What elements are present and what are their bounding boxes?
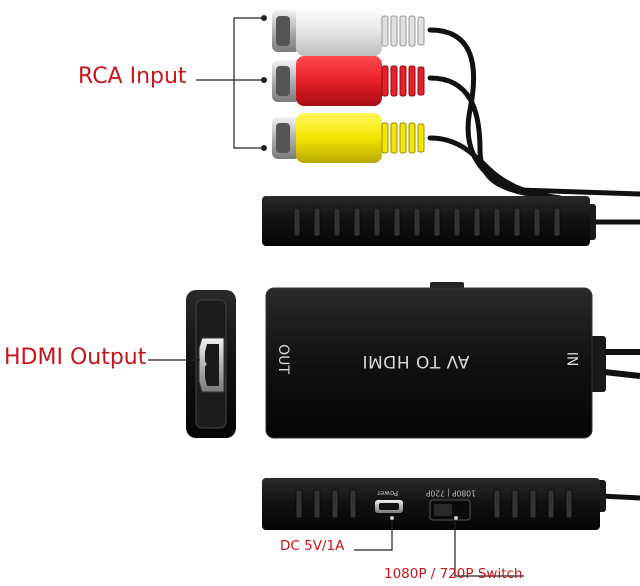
rca-bracket	[196, 17, 262, 149]
vent-slot	[333, 207, 341, 237]
rca-bracket-dots	[261, 15, 267, 151]
vent-slot	[413, 207, 421, 237]
vent-slot	[453, 207, 461, 237]
vent-slot	[293, 207, 301, 237]
hdmi-callout-line	[148, 359, 207, 367]
vent-slot	[393, 207, 401, 237]
device-bottom-view	[262, 478, 640, 530]
vent-slot	[295, 489, 303, 519]
vent-slot	[547, 489, 555, 519]
hdmi-connector	[186, 290, 236, 438]
vent-slot	[565, 489, 573, 519]
power-port-text: Power	[377, 489, 399, 497]
vent-slot	[493, 207, 501, 237]
vent-slot	[331, 489, 339, 519]
dc-power-label: DC 5V/1A	[280, 538, 345, 554]
vent-slot	[433, 207, 441, 237]
device-main-face	[265, 282, 640, 439]
vent-slot	[513, 207, 521, 237]
rca-plug-yellow	[272, 113, 425, 163]
out-port-text: OUT	[274, 344, 291, 374]
vent-slot	[373, 207, 381, 237]
device-top-view	[262, 196, 640, 246]
vent-slot	[349, 489, 357, 519]
in-port-text: IN	[563, 351, 580, 367]
hdmi-output-label: HDMI Output	[4, 345, 147, 370]
rca-input-label: RCA Input	[78, 64, 187, 89]
vent-slot	[313, 489, 321, 519]
rca-plug-white	[272, 6, 425, 56]
vent-slot	[473, 207, 481, 237]
vent-slot	[533, 207, 541, 237]
vent-slot	[313, 207, 321, 237]
device-main-text: AV TO HDMI	[362, 351, 470, 371]
resolution-switch-label: 1080P / 720P Switch	[384, 566, 523, 582]
vent-slot	[511, 489, 519, 519]
bottom-callout-lines	[354, 520, 524, 577]
vent-slot	[353, 207, 361, 237]
rca-plug-red	[272, 56, 425, 106]
vent-slot	[529, 489, 537, 519]
rca-cables	[427, 27, 640, 201]
switch-marking-text: 1080P | 720P	[426, 488, 476, 498]
vent-slot	[493, 489, 501, 519]
vent-slot	[553, 207, 561, 237]
